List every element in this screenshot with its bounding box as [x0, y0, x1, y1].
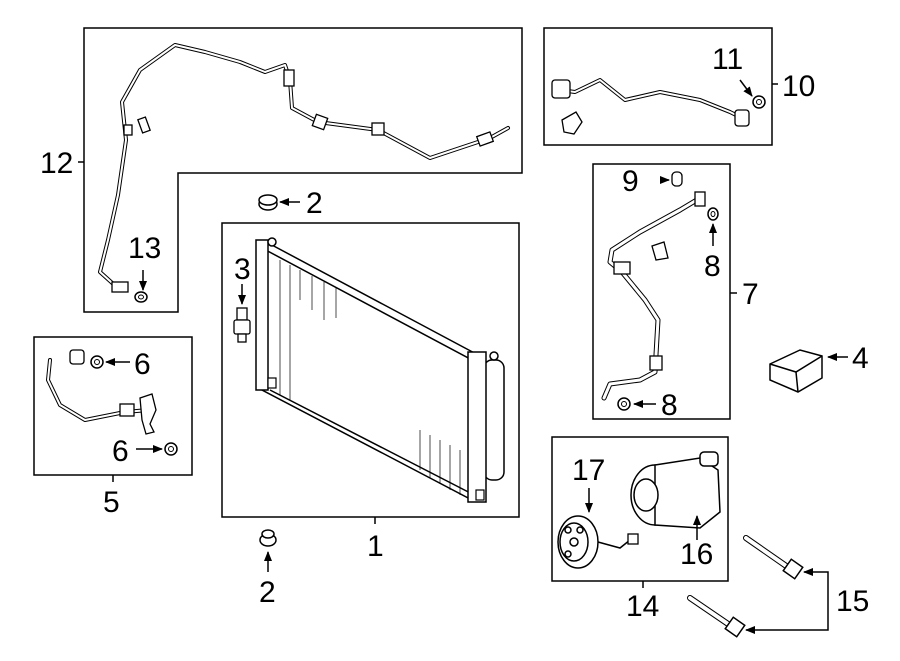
callout-4: 4: [852, 342, 869, 375]
callout-12: 12: [40, 147, 73, 180]
callout-14: 14: [626, 590, 659, 623]
mount-rubber-2-lower: [259, 529, 277, 572]
clutch-pulley: [557, 515, 599, 569]
receiver-dryer: [267, 237, 505, 503]
group-box-12: [78, 27, 523, 313]
callout-15: 15: [836, 585, 869, 618]
condenser-core: [255, 239, 481, 502]
callout-7: 7: [742, 278, 759, 311]
group-box-10: [543, 27, 778, 146]
compressor-body: [630, 451, 721, 529]
callout-9: 9: [622, 165, 639, 198]
callout-11: 11: [712, 43, 743, 76]
callout-2-lower: 2: [259, 576, 276, 609]
connector-4: [769, 349, 848, 393]
callout-16: 16: [680, 538, 713, 571]
group-box-7: [592, 163, 737, 420]
pressure-switch-3: [233, 284, 251, 343]
condenser-box-1: [221, 222, 520, 524]
callout-5: 5: [103, 486, 120, 519]
callout-6-lower: 6: [112, 435, 129, 468]
callout-13: 13: [128, 232, 161, 265]
callout-2-upper: 2: [306, 187, 323, 220]
callout-6-upper: 6: [134, 348, 151, 381]
callout-3: 3: [234, 253, 251, 286]
callout-17: 17: [572, 454, 605, 487]
callout-1: 1: [367, 530, 384, 563]
callout-8-lower: 8: [661, 389, 678, 422]
compressor-box-14: [551, 436, 729, 588]
callout-10: 10: [782, 70, 815, 103]
callout-8-upper: 8: [704, 250, 721, 283]
bolts-15: [687, 535, 829, 638]
mount-rubber-2-upper: [258, 194, 300, 211]
group-box-5: [33, 336, 193, 482]
